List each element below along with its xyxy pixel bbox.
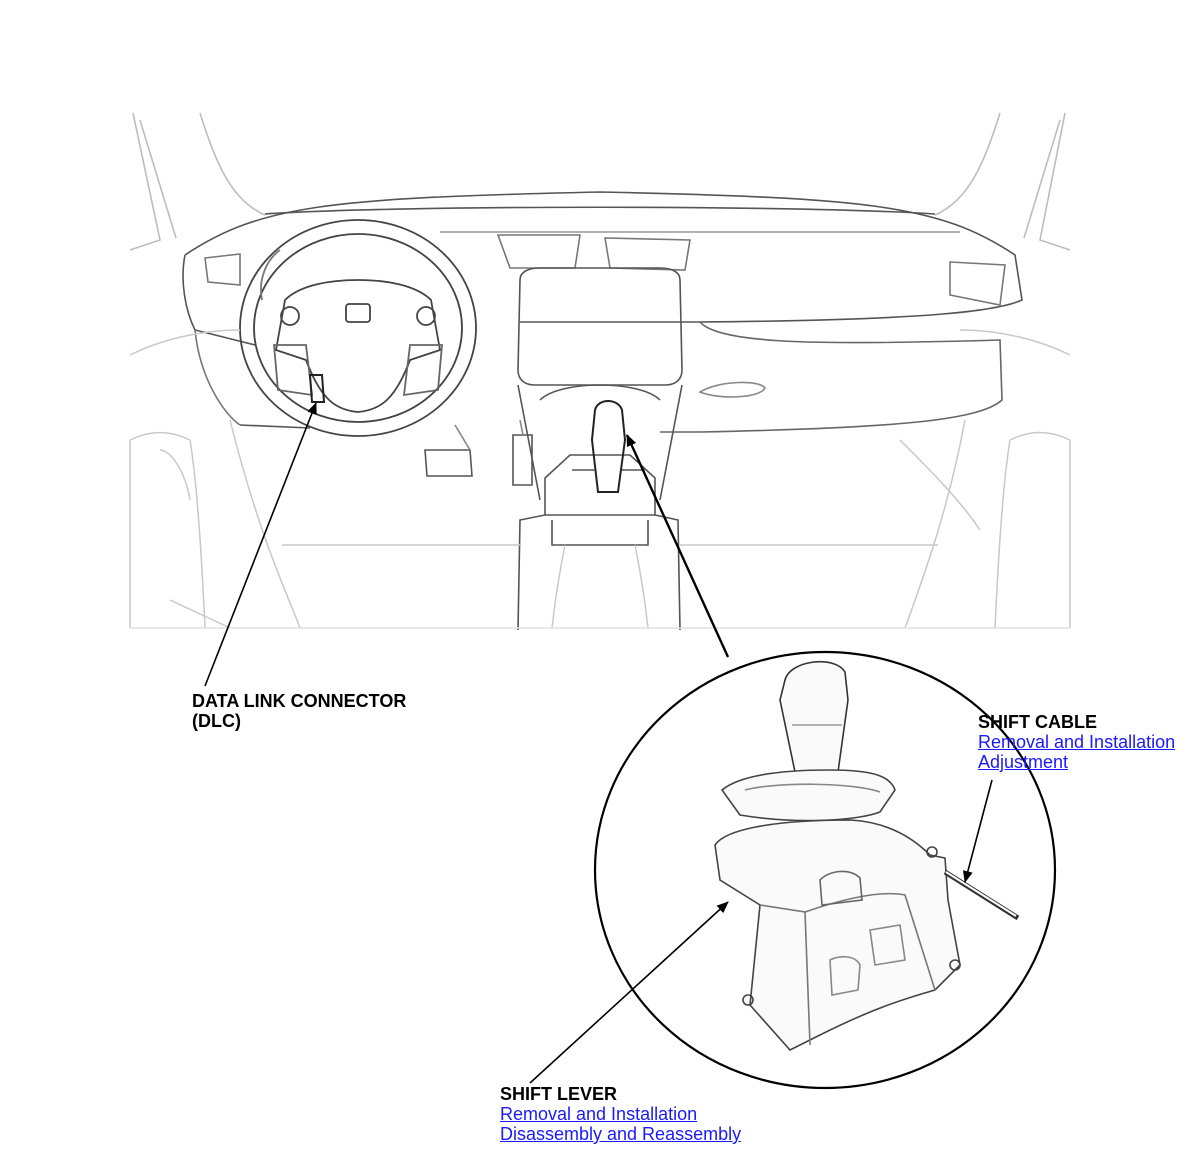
dlc-leader-line — [204, 402, 317, 687]
dlc-callout: DATA LINK CONNECTOR (DLC) — [192, 691, 406, 731]
dlc-subtitle: (DLC) — [192, 711, 241, 731]
shift-cable-adjustment-link[interactable]: Adjustment — [978, 752, 1069, 772]
shift-cable-callout: SHIFT CABLE Removal and Installation Adj… — [978, 712, 1175, 772]
cabin-outline — [129, 329, 1071, 629]
shift-cable-leader-line — [962, 779, 993, 883]
shift-cable-title: SHIFT CABLE — [978, 712, 1097, 732]
dashboard — [182, 191, 1023, 433]
dlc-title: DATA LINK CONNECTOR — [192, 691, 407, 711]
shift-lever-disassembly-link[interactable]: Disassembly and Reassembly — [500, 1124, 742, 1144]
shift-cable — [943, 869, 1020, 921]
shift-cable-removal-link[interactable]: Removal and Installation — [978, 732, 1176, 752]
center-console — [517, 267, 683, 631]
windshield-frame — [129, 112, 1071, 251]
shift-lever-assembly — [714, 660, 961, 1051]
shift-lever-callout: SHIFT LEVER Removal and Installation Dis… — [500, 1084, 741, 1144]
shift-lever-leader-line — [529, 901, 729, 1084]
pedals — [424, 419, 533, 486]
steering-wheel — [239, 219, 477, 437]
shift-lever-title: SHIFT LEVER — [500, 1084, 618, 1104]
leader-lines — [204, 402, 993, 1084]
shift-lever-pointer-line — [625, 434, 730, 658]
shift-lever-removal-link[interactable]: Removal and Installation — [500, 1104, 698, 1124]
